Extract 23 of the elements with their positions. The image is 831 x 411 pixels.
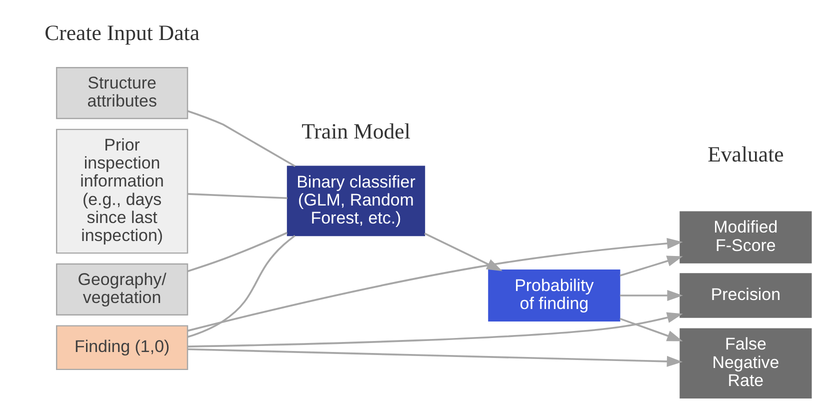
arrow	[187, 348, 682, 367]
node-box: Modified F-Score	[679, 211, 812, 264]
node-box: Binary classifier (GLM, Random Forest, etc.)	[286, 166, 425, 236]
connector	[187, 193, 287, 200]
node-box: Precision	[679, 273, 812, 318]
node-box: False Negative Rate	[679, 328, 812, 399]
connector	[186, 232, 288, 272]
node-box: Geography/ vegetation	[56, 263, 188, 316]
node-box: Finding (1,0)	[56, 325, 188, 370]
arrow	[619, 256, 682, 277]
node-box: Prior inspection information (e.g., days since last inspection)	[56, 128, 188, 254]
arrow	[186, 238, 682, 332]
arrow	[619, 290, 682, 302]
connector	[186, 234, 295, 338]
label: Train Model	[301, 119, 410, 144]
connector	[186, 110, 296, 168]
arrow	[187, 312, 682, 348]
arrow	[424, 232, 502, 272]
label: Create Input Data	[44, 21, 200, 46]
arrow	[619, 318, 682, 342]
label: Evaluate	[707, 142, 784, 166]
node-box: Probability of finding	[488, 269, 620, 322]
node-box: Structure attributes	[56, 67, 188, 120]
